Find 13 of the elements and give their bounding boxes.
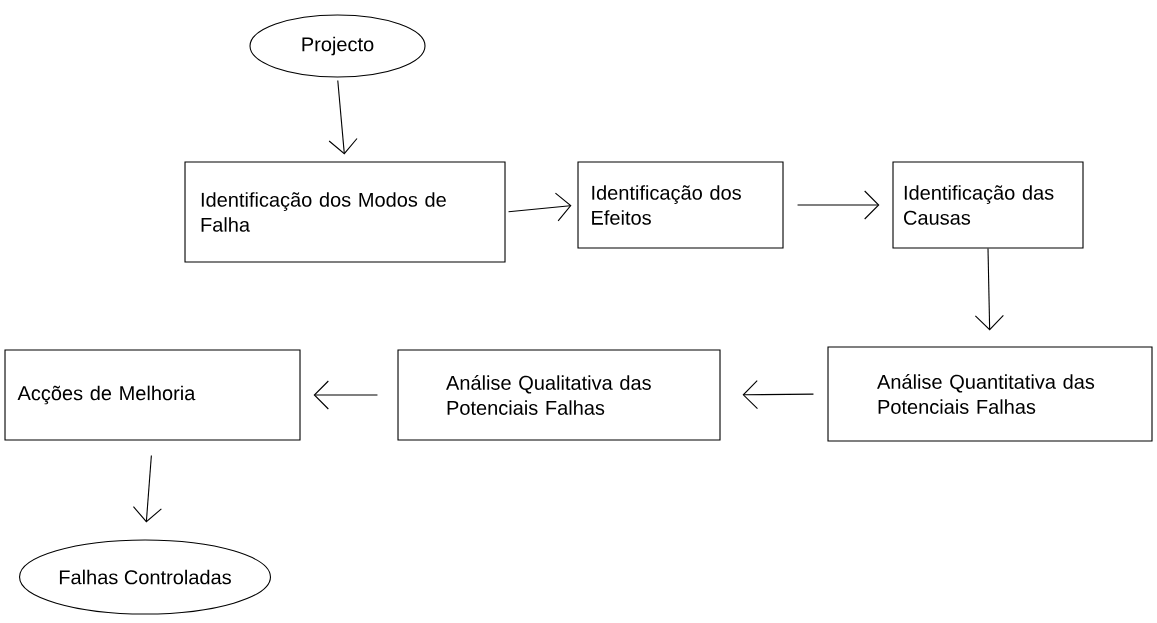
process-box: Identificação das Causas [892,161,1084,249]
process-box: Identificação dos Efeitos [577,161,784,249]
arrow [313,380,378,410]
arrow [328,80,358,155]
process-box: Análise Qualitativa das Potenciais Falhas [397,349,721,441]
process-box: Acções de Melhoria [4,349,301,441]
arrow [742,380,814,410]
process-box: Análise Quantitativa das Potenciais Falhas [827,346,1153,442]
arrow [797,190,880,220]
process-box: Identificação dos Modos de Falha [184,161,506,263]
arrow [132,454,162,523]
arrow [508,192,572,222]
arrow [974,248,1004,331]
